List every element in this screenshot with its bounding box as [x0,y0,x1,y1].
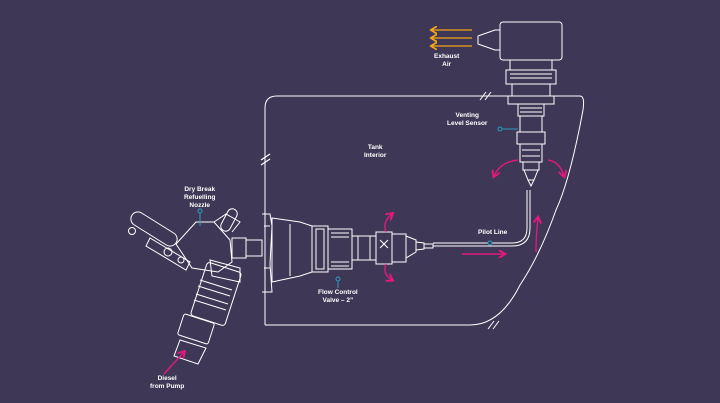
label-dry-break-nozzle: Dry Break Refuelling Nozzle [184,186,216,210]
venting-level-sensor [516,103,546,188]
flow-arrows [163,159,564,375]
label-venting-level-sensor: Venting Level Sensor [447,112,488,128]
label-diesel-from-pump: Diesel from Pump [150,375,185,391]
label-tank-interior: Tank Interior [364,144,387,160]
exhaust-air-arrows [432,30,472,46]
flow-control-valve [262,213,434,293]
dry-break-nozzle [128,208,263,365]
pilot-line [433,190,531,247]
label-pilot-line: Pilot Line [478,229,508,236]
callout-lines [197,126,518,288]
label-flow-control-valve: Flow Control Valve – 2” [318,289,358,305]
tank-outline [260,91,585,330]
label-exhaust-air: Exhaust Air [434,53,460,69]
